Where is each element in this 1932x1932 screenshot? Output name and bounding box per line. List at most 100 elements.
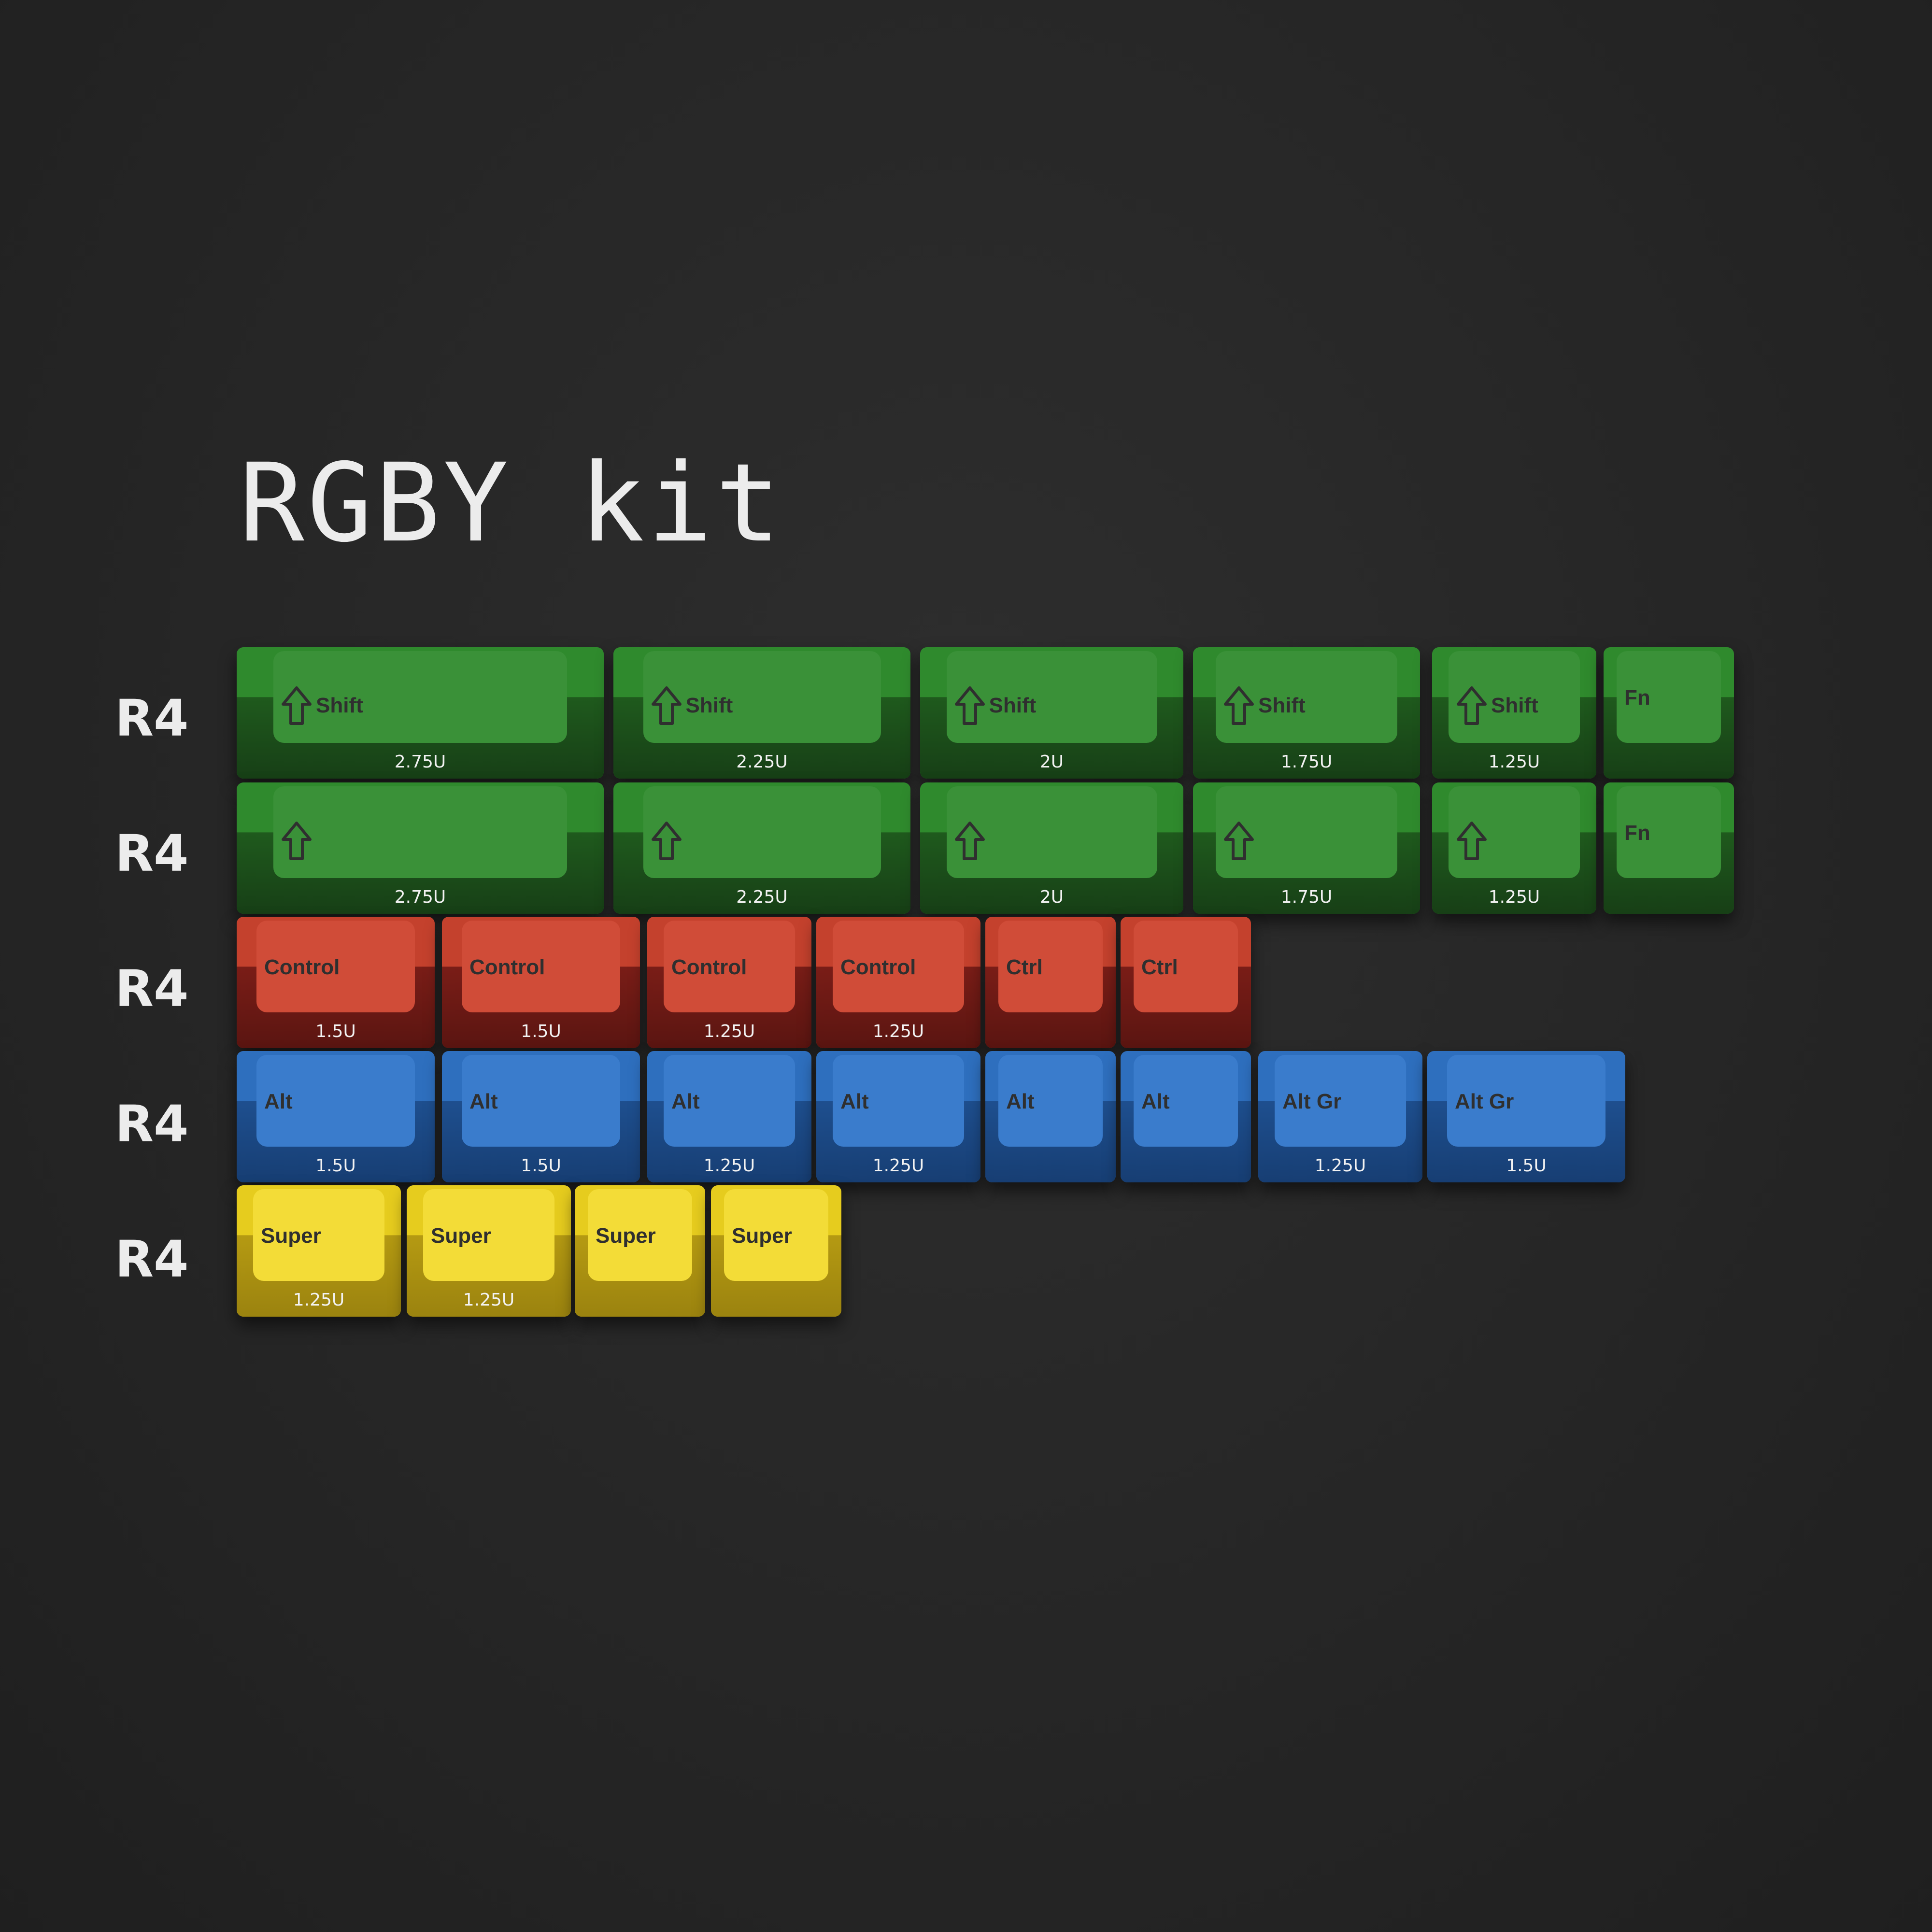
keycap-top	[273, 651, 567, 743]
shift-arrow-icon	[1457, 822, 1487, 860]
row-profile-label: R4	[115, 689, 189, 748]
keycap-size-label: 1.75U	[1280, 887, 1333, 907]
keycap-top	[1617, 786, 1721, 879]
keycap-legend-text: Control	[671, 955, 747, 979]
keycap-legend: Ctrl	[1141, 955, 1178, 980]
keycap-legend: Super	[431, 1224, 491, 1248]
shift-arrow-icon	[954, 686, 985, 725]
keycap-legend	[651, 821, 686, 861]
keycap-legend-text: Super	[596, 1224, 656, 1248]
keycap-legend: Alt	[1006, 1090, 1035, 1114]
keycap-size-label: 1.75U	[1280, 752, 1333, 772]
shift-arrow-icon	[1224, 822, 1254, 860]
keycap-top	[664, 921, 795, 1013]
keycap-legend: Shift	[954, 686, 1036, 725]
shift-arrow-icon	[282, 822, 312, 860]
keycap: Control 1.5U	[237, 917, 435, 1048]
keycap-top	[273, 786, 567, 879]
keycap-top	[1134, 921, 1238, 1013]
keycap-size-label: 1.25U	[1488, 752, 1540, 772]
keycap-legend: Control	[264, 955, 340, 980]
keycap-legend-text: Ctrl	[1141, 955, 1178, 979]
keycap-legend: Control	[671, 955, 747, 980]
keycap-top	[1447, 1055, 1605, 1147]
keycap-legend: Alt	[264, 1090, 293, 1114]
keycap-size-label: 2.25U	[736, 887, 788, 907]
keycap-top	[462, 1055, 620, 1147]
keycap-legend: Alt Gr	[1282, 1090, 1341, 1114]
keycap-legend-text: Shift	[316, 694, 363, 717]
keycap-legend-text: Ctrl	[1006, 955, 1043, 979]
keycap-top	[833, 1055, 964, 1147]
keycap: Alt	[985, 1051, 1116, 1182]
keycap-top	[664, 1055, 795, 1147]
keycap-legend: Super	[596, 1224, 656, 1248]
keycap: Fn	[1604, 647, 1734, 779]
keycap-legend	[281, 821, 316, 861]
keycap-size-label: 1.5U	[315, 1156, 356, 1176]
keycap: Control 1.25U	[816, 917, 980, 1048]
keycap-size-label: 1.5U	[315, 1022, 356, 1041]
shift-arrow-icon	[651, 822, 682, 860]
keycap-size-label: 1.25U	[703, 1156, 755, 1176]
keycap: Ctrl	[1121, 917, 1251, 1048]
keycap-top	[253, 1189, 384, 1281]
keycap-top	[946, 651, 1157, 743]
keycap-size-label: 1.25U	[1488, 887, 1540, 907]
keycap: Alt	[1121, 1051, 1251, 1182]
keycap-legend: Super	[261, 1224, 321, 1248]
keycap-legend-text: Alt	[1141, 1090, 1170, 1113]
keycap-legend-text: Control	[469, 955, 545, 979]
row-profile-label: R4	[115, 1230, 189, 1289]
keycap-legend: Alt Gr	[1455, 1090, 1514, 1114]
keycap-legend: Shift	[1456, 686, 1538, 725]
keycap-legend-text: Alt	[1006, 1090, 1035, 1113]
keycap-legend-text: Alt	[671, 1090, 700, 1113]
shift-arrow-icon	[651, 686, 682, 725]
keycap-size-label: 1.25U	[872, 1156, 924, 1176]
keycap: 1.25U	[1432, 782, 1596, 914]
keycap-legend-text: Control	[264, 955, 340, 979]
keycap-legend-text: Alt Gr	[1455, 1090, 1514, 1113]
keycap-top	[998, 1055, 1103, 1147]
keycap-top	[1449, 651, 1580, 743]
keycap-size-label: 1.25U	[293, 1290, 345, 1310]
keycap: Super 1.25U	[237, 1185, 401, 1317]
keycap-legend-text: Super	[732, 1224, 792, 1248]
keycap-top	[1275, 1055, 1406, 1147]
keycap-legend-text: Shift	[685, 694, 733, 717]
keycap-top	[588, 1189, 692, 1281]
keycap-size-label: 2U	[1039, 887, 1064, 907]
keycap: Super	[575, 1185, 705, 1317]
keycap-legend: Fn	[1624, 821, 1650, 845]
keycap-size-label: 1.25U	[463, 1290, 515, 1310]
keycap-top	[946, 786, 1157, 879]
keycap-legend-text: Super	[261, 1224, 321, 1248]
keycap-legend-text: Control	[840, 955, 916, 979]
keycap-legend	[954, 821, 989, 861]
keycap-legend-text: Fn	[1624, 686, 1650, 710]
keycap-legend	[1223, 821, 1258, 861]
keycap-legend-text: Alt Gr	[1282, 1090, 1342, 1113]
keycap-legend: Control	[840, 955, 916, 980]
keycap-legend-text: Super	[431, 1224, 491, 1248]
keycap-size-label: 1.5U	[521, 1156, 561, 1176]
keycap-size-label: 2.25U	[736, 752, 788, 772]
keycap: Super	[711, 1185, 841, 1317]
keycap-size-label: 1.25U	[872, 1022, 924, 1041]
keycap: Shift 2.25U	[613, 647, 910, 779]
shift-arrow-icon	[954, 822, 985, 860]
keycap-legend-text: Fn	[1624, 821, 1650, 845]
keycap: 2.75U	[237, 782, 604, 914]
keycap: Alt 1.5U	[237, 1051, 435, 1182]
keycap: Shift 1.25U	[1432, 647, 1596, 779]
page-title: RGBY kit	[239, 440, 783, 566]
keycap-size-label: 2U	[1039, 752, 1064, 772]
shift-arrow-icon	[1224, 686, 1254, 725]
keycap-top	[1617, 651, 1721, 743]
